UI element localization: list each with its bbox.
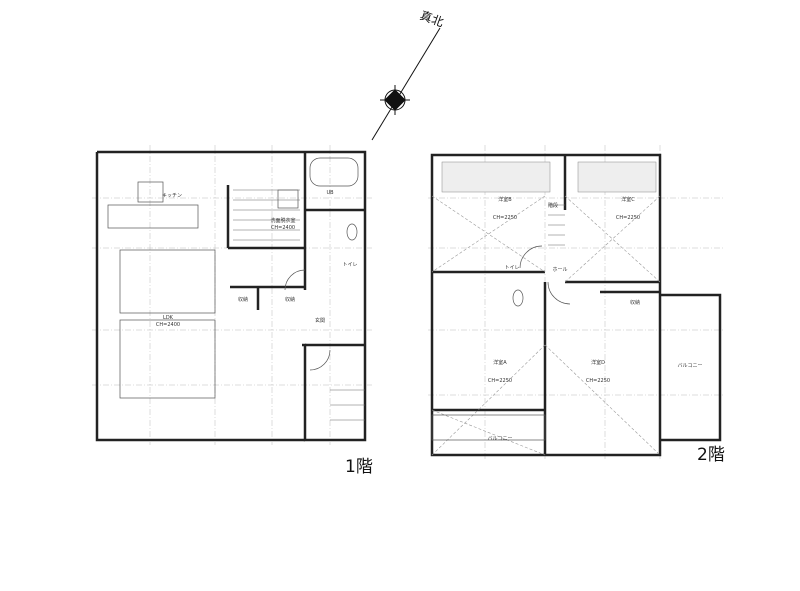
room-label-storage-2f: 収納 <box>629 300 641 306</box>
room-label-roomD: 洋室D <box>591 360 605 366</box>
room-label-roomC: 洋室C <box>621 197 635 203</box>
room-label-ldk: LDK <box>163 315 173 321</box>
room-detail-roomC: CH=2250 <box>615 215 641 221</box>
room-label-stairs: 階段 <box>547 203 559 209</box>
room-label-roomB: 洋室B <box>498 197 512 203</box>
floor1-title: 1階 <box>345 457 373 477</box>
room-label-storage-2: 収納 <box>284 297 296 303</box>
room-detail-roomD: CH=2250 <box>585 378 611 384</box>
room-detail-roomA: CH=2250 <box>487 378 513 384</box>
floor2-walls <box>430 153 722 457</box>
room-label-toilet-2f: トイレ <box>504 265 520 271</box>
room-label-entrance: 玄関 <box>314 318 326 324</box>
room-label-storage-1: 収納 <box>237 297 249 303</box>
north-compass-icon <box>371 27 441 141</box>
room-label-washroom: 洗面脱衣室 <box>270 218 296 224</box>
floor2-title: 2階 <box>697 445 725 465</box>
room-detail-roomB: CH=2250 <box>492 215 518 221</box>
room-detail-washroom: CH=2400 <box>270 225 296 231</box>
room-label-ub: UB <box>326 190 334 196</box>
room-detail-ldk: CH=2400 <box>155 322 181 328</box>
room-label-balcony-2: バルコニー <box>677 363 703 369</box>
room-label-balcony-1: バルコニー <box>487 436 513 442</box>
floor1-walls <box>95 150 367 442</box>
room-label-kitchen: キッチン <box>161 193 183 199</box>
room-label-roomA: 洋室A <box>493 360 507 366</box>
room-label-hall: ホール <box>552 267 568 273</box>
room-label-toilet-1f: トイレ <box>342 262 358 268</box>
